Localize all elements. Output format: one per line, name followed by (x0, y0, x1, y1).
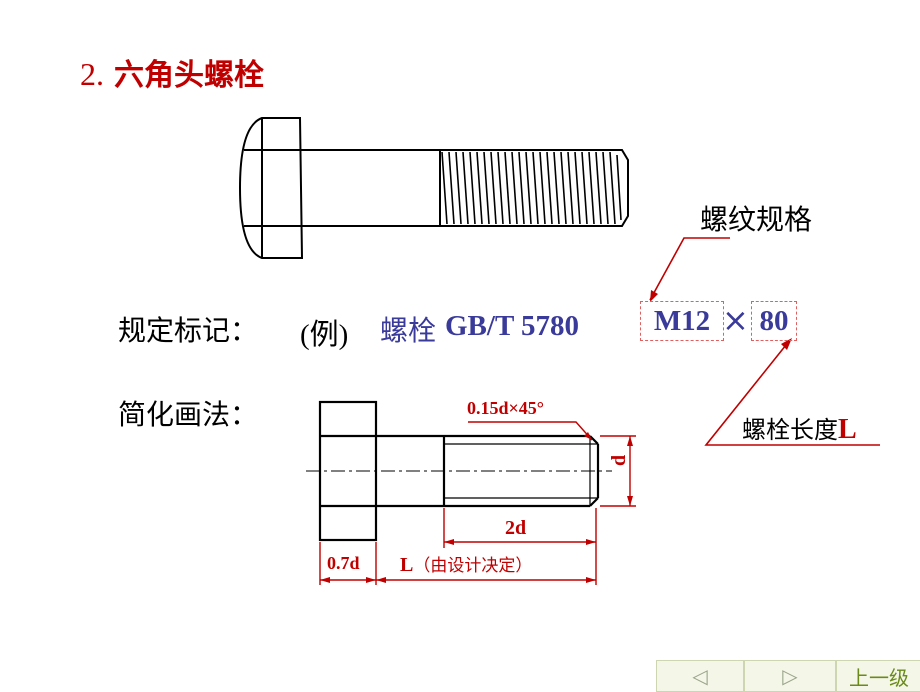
thread-spec-value: M12 (640, 301, 724, 341)
previous-button[interactable]: ◁ (656, 660, 744, 692)
example-tag: (例) (300, 319, 349, 351)
next-button[interactable]: ▷ (744, 660, 836, 692)
standard-code: GB/T 5780 (445, 310, 580, 342)
length-label-text: 螺栓长度 (742, 416, 838, 444)
thread-lines (441, 151, 622, 225)
bolt-illustration (238, 117, 629, 259)
length-callout-arrowhead (781, 338, 792, 350)
head-height-dimension: 0.7d (327, 553, 360, 573)
callout-arrows (649, 237, 880, 446)
thread-callout-arrowhead (650, 290, 658, 302)
marking-label: 规定标记： (118, 314, 259, 347)
length-symbol: L (838, 414, 857, 445)
length-dimension-symbol: L (400, 554, 414, 576)
up-level-button[interactable]: 上一级 (836, 660, 920, 692)
length-dimension: L（由设计决定） (400, 551, 532, 577)
title-number: 2. (80, 56, 104, 92)
previous-triangle-icon: ◁ (692, 664, 708, 688)
simplified-label: 简化画法： (118, 398, 259, 431)
dimension-arrowheads (320, 432, 633, 583)
next-triangle-icon: ▷ (782, 664, 798, 688)
title-text: 六角头螺栓 (114, 58, 264, 93)
thread-length-dimension: 2d (505, 517, 527, 539)
chamfer-dimension: 0.15d×45° (467, 398, 544, 418)
times-sign: × (722, 301, 749, 339)
length-value: 80 (751, 301, 797, 341)
standard-name: 螺栓 (380, 314, 437, 347)
diameter-dimension: d (608, 454, 630, 466)
page-title: 2. 六角头螺栓 (80, 50, 264, 94)
thread-spec-label: 螺纹规格 (700, 203, 813, 236)
length-dimension-note: （由设计决定） (413, 556, 533, 576)
length-label: 螺栓长度L (742, 410, 857, 446)
